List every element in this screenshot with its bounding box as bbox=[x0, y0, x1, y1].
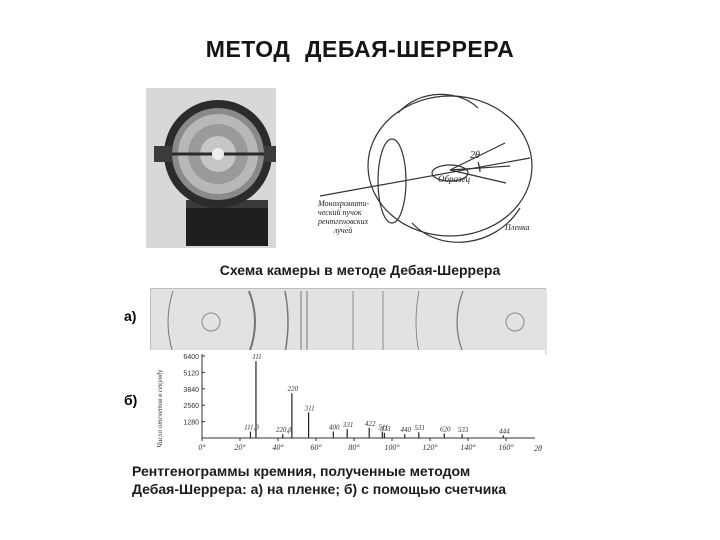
x-tick-label: 100° bbox=[384, 443, 400, 452]
peak-label: 333 bbox=[379, 425, 391, 433]
y-tick-label: 6400 bbox=[183, 354, 199, 361]
peak-label: 531 bbox=[415, 424, 426, 432]
y-tick-label: 2560 bbox=[183, 403, 199, 410]
film-label: Пленка bbox=[504, 223, 530, 232]
peak-label: 331 bbox=[342, 421, 354, 429]
x-tick-label: 40° bbox=[272, 443, 284, 452]
peak-label: 444 bbox=[499, 427, 510, 435]
diffractogram-chart: 6400 5120 3840 2560 1280 0° 20° 40° 60° 80° 100° 1… bbox=[150, 350, 545, 456]
x-tick-label: 60° bbox=[310, 443, 322, 452]
slide-title: МЕТОД ДЕБАЯ-ШЕРРЕРА bbox=[205, 36, 515, 62]
beam-label-3: рентгеновских bbox=[317, 217, 369, 226]
peak-label: 400 bbox=[329, 424, 340, 432]
peak-label: 533 bbox=[458, 426, 469, 434]
x-tick-label: 160° bbox=[498, 443, 514, 452]
film-strip bbox=[150, 288, 547, 355]
peak-label: 620 bbox=[440, 426, 451, 434]
bottom-caption-line-2: Дебая-Шеррера: а) на пленке; б) с помощь… bbox=[132, 481, 507, 497]
label-b: б) bbox=[124, 392, 138, 408]
x-axis-label: 2θ bbox=[534, 444, 542, 453]
x-tick-label: 120° bbox=[422, 443, 438, 452]
beam-label-4: лучей bbox=[333, 226, 352, 235]
beam-label-1: Монохромати- bbox=[317, 199, 369, 208]
x-tick-label: 20° bbox=[234, 443, 246, 452]
peak-label: 311 bbox=[304, 404, 315, 412]
two-theta-label: 2θ bbox=[470, 150, 480, 161]
camera-schematic: 2θ Образец Пленка Монохромати- ческий пу… bbox=[300, 78, 550, 258]
beam-label-2: ческий пучок bbox=[318, 208, 362, 217]
camera-caption: Схема камеры в методе Дебая-Шеррера bbox=[219, 262, 501, 278]
peak-label: 422 bbox=[365, 420, 376, 428]
sample-label: Образец bbox=[438, 174, 471, 184]
bottom-caption: Рентгенограммы кремния, полученные метод… bbox=[132, 462, 506, 498]
y-tick-label: 3840 bbox=[183, 387, 199, 394]
peak-label: 511 bbox=[378, 424, 388, 432]
peak-label: 220,β bbox=[276, 426, 292, 434]
peak-label: 111 bbox=[252, 353, 261, 361]
x-tick-label: 140° bbox=[460, 443, 476, 452]
x-tick-label: 80° bbox=[348, 443, 360, 452]
y-tick-label: 1280 bbox=[183, 420, 199, 427]
camera-photo bbox=[146, 88, 276, 248]
label-a: а) bbox=[124, 308, 137, 324]
peak-label: 220 bbox=[288, 385, 299, 393]
x-tick-label: 0° bbox=[198, 443, 206, 452]
y-axis-label: Число отсчетов в секунду bbox=[156, 369, 164, 448]
bottom-caption-line-1: Рентгенограммы кремния, полученные метод… bbox=[132, 463, 471, 479]
peak-label: 440 bbox=[400, 426, 411, 434]
y-tick-label: 5120 bbox=[183, 370, 199, 377]
peak-label: 111,β bbox=[244, 424, 259, 432]
